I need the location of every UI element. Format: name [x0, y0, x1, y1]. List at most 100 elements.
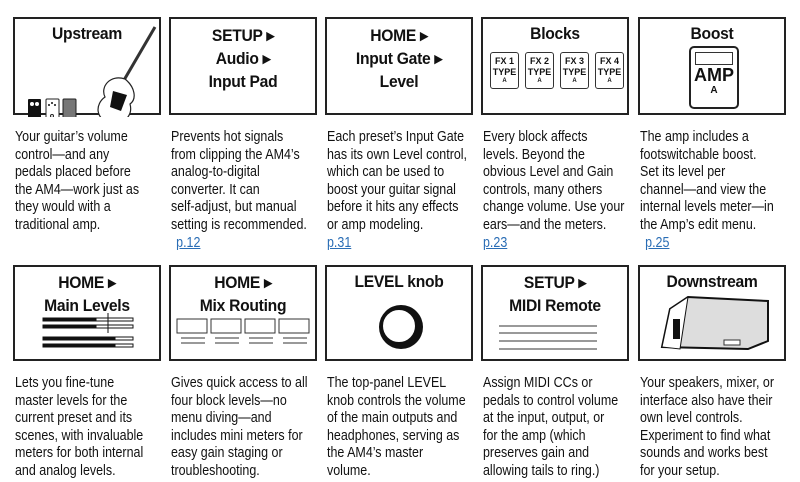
fx-channel: A	[537, 78, 542, 84]
page-link[interactable]: p.23	[483, 234, 508, 251]
fx-name: FX 3	[564, 56, 584, 66]
desc-line: obvious Level and Gain	[483, 164, 614, 181]
desc-line: Your speakers, mixer, or	[640, 375, 774, 391]
desc-line: of the main outputs and	[327, 410, 458, 427]
amp-channel: A	[710, 85, 718, 96]
desc-line: includes mini meters for	[171, 427, 303, 444]
desc-line: allowing tails to ring.)	[483, 462, 600, 479]
page-link[interactable]: p.12	[176, 234, 201, 251]
card-title: Downstream	[646, 270, 778, 293]
desc-line: for the amp (which	[483, 427, 586, 444]
desc-line: sounds and works best	[640, 445, 768, 462]
desc-line: setting is recommended.	[171, 216, 307, 233]
desc-line: own level controls.	[640, 410, 743, 427]
desc-line: easy gain staging or	[171, 445, 283, 462]
card-title: SETUP ▸ MIDI Remote	[489, 271, 621, 317]
desc-line: and analog levels.	[15, 462, 116, 479]
card-title: Boost	[646, 22, 778, 45]
card-illustration: LEVEL knob	[325, 265, 473, 361]
desc-line: Set its level per	[640, 164, 726, 181]
amp-block-icon: AMP A	[689, 46, 739, 109]
card-title-line: Boost	[690, 24, 734, 43]
card-title: Blocks	[489, 22, 621, 45]
card-title-line: SETUP ▸	[211, 26, 275, 45]
desc-line: control—and any	[15, 146, 110, 163]
card-title: SETUP ▸ Audio ▸ Input Pad	[177, 24, 309, 93]
card-title-line: Audio ▸	[215, 49, 271, 68]
desc-line: knob controls the volume	[327, 392, 466, 409]
desc-line: converter. It can	[171, 181, 260, 198]
desc-line: has its own Level control,	[327, 146, 468, 163]
card-title-line: HOME ▸	[370, 26, 428, 45]
card-title-line: Main Levels	[44, 296, 130, 315]
fx-name: FX 1	[494, 56, 514, 66]
card-illustration: SETUP ▸ MIDI Remote	[481, 265, 629, 361]
desc-line: levels. Beyond the	[483, 146, 585, 163]
card-title: Upstream	[21, 22, 153, 45]
card-title-line: Input Gate ▸	[355, 49, 443, 68]
fx-channel: A	[572, 78, 577, 84]
card-illustration: Boost AMP A	[638, 17, 786, 115]
desc-line: menu diving—and	[171, 410, 272, 427]
desc-line: footswitchable boost.	[640, 146, 757, 163]
mix-routing-icon	[176, 318, 310, 344]
page-link[interactable]: p.25	[645, 234, 670, 251]
desc-line: the AM4—work just as	[15, 181, 140, 198]
desc-line: scenes, with invaluable	[15, 427, 144, 444]
desc-line: self-adjust, but manual	[171, 199, 297, 216]
fx-name: FX 2	[529, 56, 549, 66]
card-illustration: HOME ▸ Mix Routing	[169, 265, 317, 361]
card-title-line: HOME ▸	[214, 273, 272, 292]
card-title-line: HOME ▸	[58, 273, 116, 292]
card-title: HOME ▸ Input Gate ▸ Level	[333, 24, 465, 93]
desc-line: Experiment to find what	[640, 427, 771, 444]
desc-line: analog-to-digital	[171, 164, 260, 181]
card-title-line: SETUP ▸	[523, 273, 587, 292]
card-title-line: Mix Routing	[199, 296, 287, 315]
desc-line: internal levels meter—in	[640, 199, 774, 216]
level-knob-icon	[379, 305, 423, 349]
page-link[interactable]: p.31	[327, 234, 352, 251]
card-title: HOME ▸ Mix Routing	[177, 271, 309, 317]
desc-line: meters for both internal	[15, 445, 144, 462]
card-title-line: Level	[379, 72, 419, 91]
desc-line: channel—and view the	[640, 181, 767, 198]
fx-type: TYPE	[597, 67, 622, 77]
desc-line: interface also have their	[640, 392, 773, 409]
desc-line: the AM4’s master	[327, 445, 424, 462]
desc-line: boost your guitar signal	[327, 181, 456, 198]
desc-line: for your setup.	[640, 462, 720, 479]
desc-line: The top-panel LEVEL	[327, 375, 447, 391]
desc-line: they would with a	[15, 199, 111, 216]
card-title-line: MIDI Remote	[509, 296, 601, 315]
card-illustration: Downstream	[638, 265, 786, 361]
guitar-and-pedals-icon	[28, 26, 157, 117]
desc-line: Every block affects	[483, 129, 588, 145]
desc-line: pedals placed before	[15, 164, 131, 181]
desc-line: change volume. Use your	[483, 199, 625, 216]
desc-line: or amp modeling.	[327, 216, 424, 233]
card-illustration: HOME ▸ Input Gate ▸ Level	[325, 17, 473, 115]
card-title-line: Input Pad	[208, 72, 278, 91]
desc-line: controls, many others	[483, 181, 603, 198]
speaker-monitor-icon	[660, 295, 769, 351]
desc-line: which can be used to	[327, 164, 445, 181]
desc-line: Lets you fine-tune	[15, 375, 115, 391]
card-illustration: HOME ▸ Main Levels	[13, 265, 161, 361]
desc-line: from clipping the AM4’s	[171, 146, 300, 163]
desc-line: current preset and its	[15, 410, 133, 427]
desc-line: The amp includes a	[640, 129, 749, 145]
desc-line: at the input, output, or	[483, 410, 605, 427]
card-title-line: Blocks	[530, 24, 580, 43]
card-title: HOME ▸ Main Levels	[21, 271, 153, 317]
desc-line: preserves gain and	[483, 445, 590, 462]
